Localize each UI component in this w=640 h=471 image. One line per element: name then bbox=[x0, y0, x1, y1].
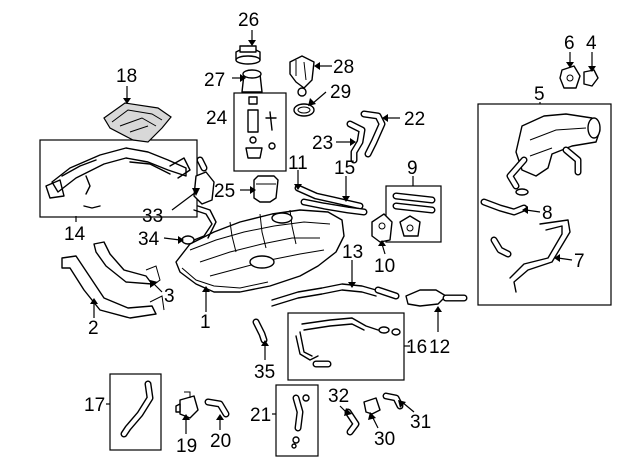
part-20-hose bbox=[204, 398, 230, 418]
callout-12: 12 bbox=[429, 337, 450, 358]
callout-15: 15 bbox=[334, 158, 355, 179]
group-box-21 bbox=[275, 384, 319, 457]
part-2-strap bbox=[61, 255, 165, 319]
part-22-hose bbox=[360, 110, 386, 158]
part-26-fuel-cap bbox=[235, 45, 261, 65]
part-19-valve bbox=[175, 391, 199, 419]
part-10-bracket bbox=[371, 213, 393, 243]
callout-6: 6 bbox=[564, 33, 575, 54]
callout-9: 9 bbox=[407, 158, 418, 179]
callout-10: 10 bbox=[374, 256, 395, 277]
callout-19: 19 bbox=[176, 436, 197, 457]
callout-7: 7 bbox=[574, 251, 585, 272]
callout-17: 17 bbox=[84, 395, 105, 416]
part-32-hose bbox=[344, 408, 360, 436]
part-6-grommet bbox=[559, 65, 581, 89]
part-9-hose-kit bbox=[392, 192, 436, 237]
part-15-line bbox=[300, 198, 368, 216]
part-12-joint bbox=[405, 289, 468, 307]
callout-28: 28 bbox=[333, 57, 354, 78]
part-31-hose bbox=[382, 392, 404, 410]
part-21-hose-set bbox=[291, 394, 310, 449]
callout-8: 8 bbox=[542, 203, 553, 224]
callout-23: 23 bbox=[312, 133, 333, 154]
part-4-clip bbox=[583, 69, 599, 87]
callout-18: 18 bbox=[116, 66, 137, 87]
callout-34: 34 bbox=[138, 229, 160, 250]
callout-31: 31 bbox=[410, 412, 431, 433]
callout-16: 16 bbox=[406, 337, 427, 358]
part-30-valve bbox=[363, 397, 381, 415]
callout-32: 32 bbox=[328, 386, 349, 407]
callout-24: 24 bbox=[206, 108, 228, 129]
callout-5: 5 bbox=[534, 84, 545, 105]
part-11-line bbox=[294, 184, 364, 210]
part-28-pump-flange bbox=[289, 55, 315, 97]
callout-3: 3 bbox=[164, 286, 175, 307]
callout-labels: 26 27 28 29 18 24 22 23 11 15 9 25 33 34… bbox=[64, 10, 597, 457]
part-33-hose-bracket bbox=[193, 156, 215, 205]
group-box-24 bbox=[233, 92, 287, 172]
part-5-filler-pipe bbox=[506, 113, 601, 196]
part-14-strap-assembly bbox=[45, 147, 191, 209]
part-24-pump-parts bbox=[245, 96, 277, 159]
callout-25: 25 bbox=[214, 181, 235, 202]
callout-21: 21 bbox=[250, 405, 271, 426]
leader-lines bbox=[75, 30, 596, 434]
callout-11: 11 bbox=[288, 153, 308, 174]
callout-33: 33 bbox=[142, 206, 163, 227]
part-29-seal-ring bbox=[293, 103, 315, 117]
part-1-fuel-tank bbox=[175, 209, 345, 293]
callout-1: 1 bbox=[200, 312, 211, 333]
callout-26: 26 bbox=[238, 10, 259, 31]
part-17-hose bbox=[120, 380, 154, 438]
callout-4: 4 bbox=[586, 33, 597, 54]
part-16-hose-set bbox=[295, 317, 401, 368]
callout-22: 22 bbox=[404, 109, 425, 130]
callout-13: 13 bbox=[342, 242, 363, 263]
group-box-5 bbox=[477, 103, 612, 306]
part-7-hoses bbox=[490, 219, 571, 293]
callout-20: 20 bbox=[210, 431, 231, 452]
callout-2: 2 bbox=[88, 318, 99, 339]
callout-29: 29 bbox=[330, 82, 351, 103]
callout-14: 14 bbox=[64, 224, 86, 245]
group-box-14 bbox=[39, 139, 198, 218]
part-13-vapor-line bbox=[271, 283, 400, 307]
part-23-hose bbox=[346, 120, 366, 164]
part-35-hose bbox=[252, 318, 268, 344]
part-8-hose bbox=[480, 198, 528, 216]
callout-27: 27 bbox=[204, 70, 225, 91]
part-18-heat-shield bbox=[103, 102, 172, 143]
callout-30: 30 bbox=[374, 429, 395, 450]
part-25-fuel-filter bbox=[253, 175, 279, 203]
callout-35: 35 bbox=[254, 362, 275, 383]
group-box-17 bbox=[109, 373, 162, 451]
part-27-filler-neck bbox=[241, 69, 263, 93]
